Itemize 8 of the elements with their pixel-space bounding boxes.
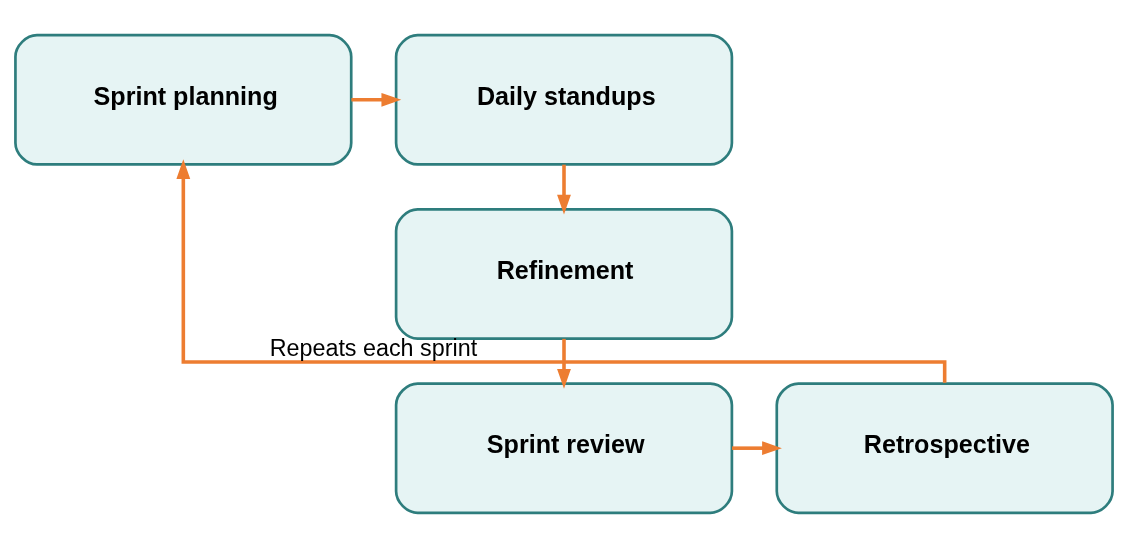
- node-box: Daily standups: [394, 33, 734, 166]
- node-box: Sprint review: [394, 382, 734, 515]
- arrow: [732, 441, 782, 456]
- arrow: [351, 92, 402, 107]
- arrow: [557, 164, 571, 215]
- node-box: Retrospective: [775, 382, 1114, 515]
- node-box: Sprint planning: [14, 33, 353, 166]
- arrow: [557, 338, 571, 389]
